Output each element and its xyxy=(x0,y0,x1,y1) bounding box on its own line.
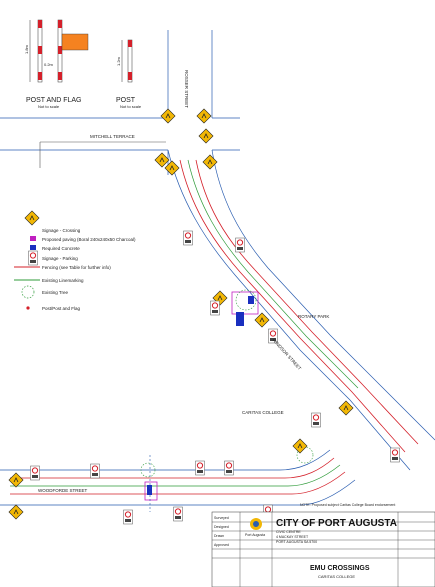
post-dim-height: 1.2m xyxy=(116,56,121,66)
post-and-flag-title: POST AND FLAG xyxy=(26,97,82,104)
city-title: CITY OF PORT AUGUSTA xyxy=(276,518,397,529)
legend-crossing: Signage - Crossing xyxy=(42,228,81,233)
row-approved: Approved xyxy=(214,543,229,547)
crossing-paving xyxy=(144,291,259,512)
legend-paving: Proposed paving (Boral 240x240x50 Charco… xyxy=(42,237,136,242)
post-title: POST xyxy=(116,97,136,104)
mitchell-terrace-label: MITCHELL TERRACE xyxy=(90,134,135,139)
parking-signs xyxy=(30,230,400,525)
windsor-street-label: WINDSOR STREET xyxy=(271,337,302,371)
existing-trees xyxy=(140,289,314,478)
caritas-college-label: CARITAS COLLEGE xyxy=(242,410,284,415)
woodforde-street-label: WOODFORDE STREET xyxy=(38,488,88,493)
road-network xyxy=(0,30,435,506)
address-line-2: 4 MACKAY STREET xyxy=(276,535,309,539)
legend-concrete: Required Concrete xyxy=(42,246,80,251)
pf-dim-height: 1.8m xyxy=(24,44,29,54)
legend-parking: Signage - Parking xyxy=(42,256,78,261)
mitchell-terrace-kerb xyxy=(39,141,166,168)
project-title: EMU CROSSINGS xyxy=(310,565,370,572)
row-surveyed: Surveyed xyxy=(214,516,229,520)
rosser-street-label: ROSSER STREET xyxy=(184,70,189,108)
legend-linemarking: Existing Linemarking xyxy=(42,278,84,283)
legend-fencing: Fencing (see Table for further info) xyxy=(42,265,111,270)
project-subtitle: CARITAS COLLEGE xyxy=(318,574,355,579)
title-block: NOTE: Proposed subject Caritas College B… xyxy=(211,503,435,587)
fence-lines xyxy=(10,159,419,495)
linemarking xyxy=(10,159,359,487)
legend: Signage - Crossing Proposed paving (Bora… xyxy=(14,210,136,311)
address-line-1: CIVIC CENTRE xyxy=(276,530,301,534)
legend-tree: Existing Tree xyxy=(42,290,69,295)
council-logo-text: Port Augusta xyxy=(245,533,265,537)
address-line-3: PORT AUGUSTA SA 5700 xyxy=(276,540,317,544)
row-drawn: Drawn xyxy=(214,534,224,538)
legend-post: Post/Post and Flag xyxy=(42,306,81,311)
row-designed: Designed xyxy=(214,525,229,529)
post-and-flag-detail: 1.8m 0.2m POST AND FLAG Not to scale xyxy=(24,19,89,109)
post-and-flag-note: Not to scale xyxy=(38,104,60,109)
title-note: NOTE: Proposed subject Caritas College B… xyxy=(300,503,395,507)
post-detail: 1.2m POST Not to scale xyxy=(116,39,142,109)
rotary-park-label: ROTARY PARK xyxy=(298,314,329,319)
post-note: Not to scale xyxy=(120,104,142,109)
pf-dim-width: 0.2m xyxy=(44,62,54,67)
council-logo xyxy=(250,518,262,530)
